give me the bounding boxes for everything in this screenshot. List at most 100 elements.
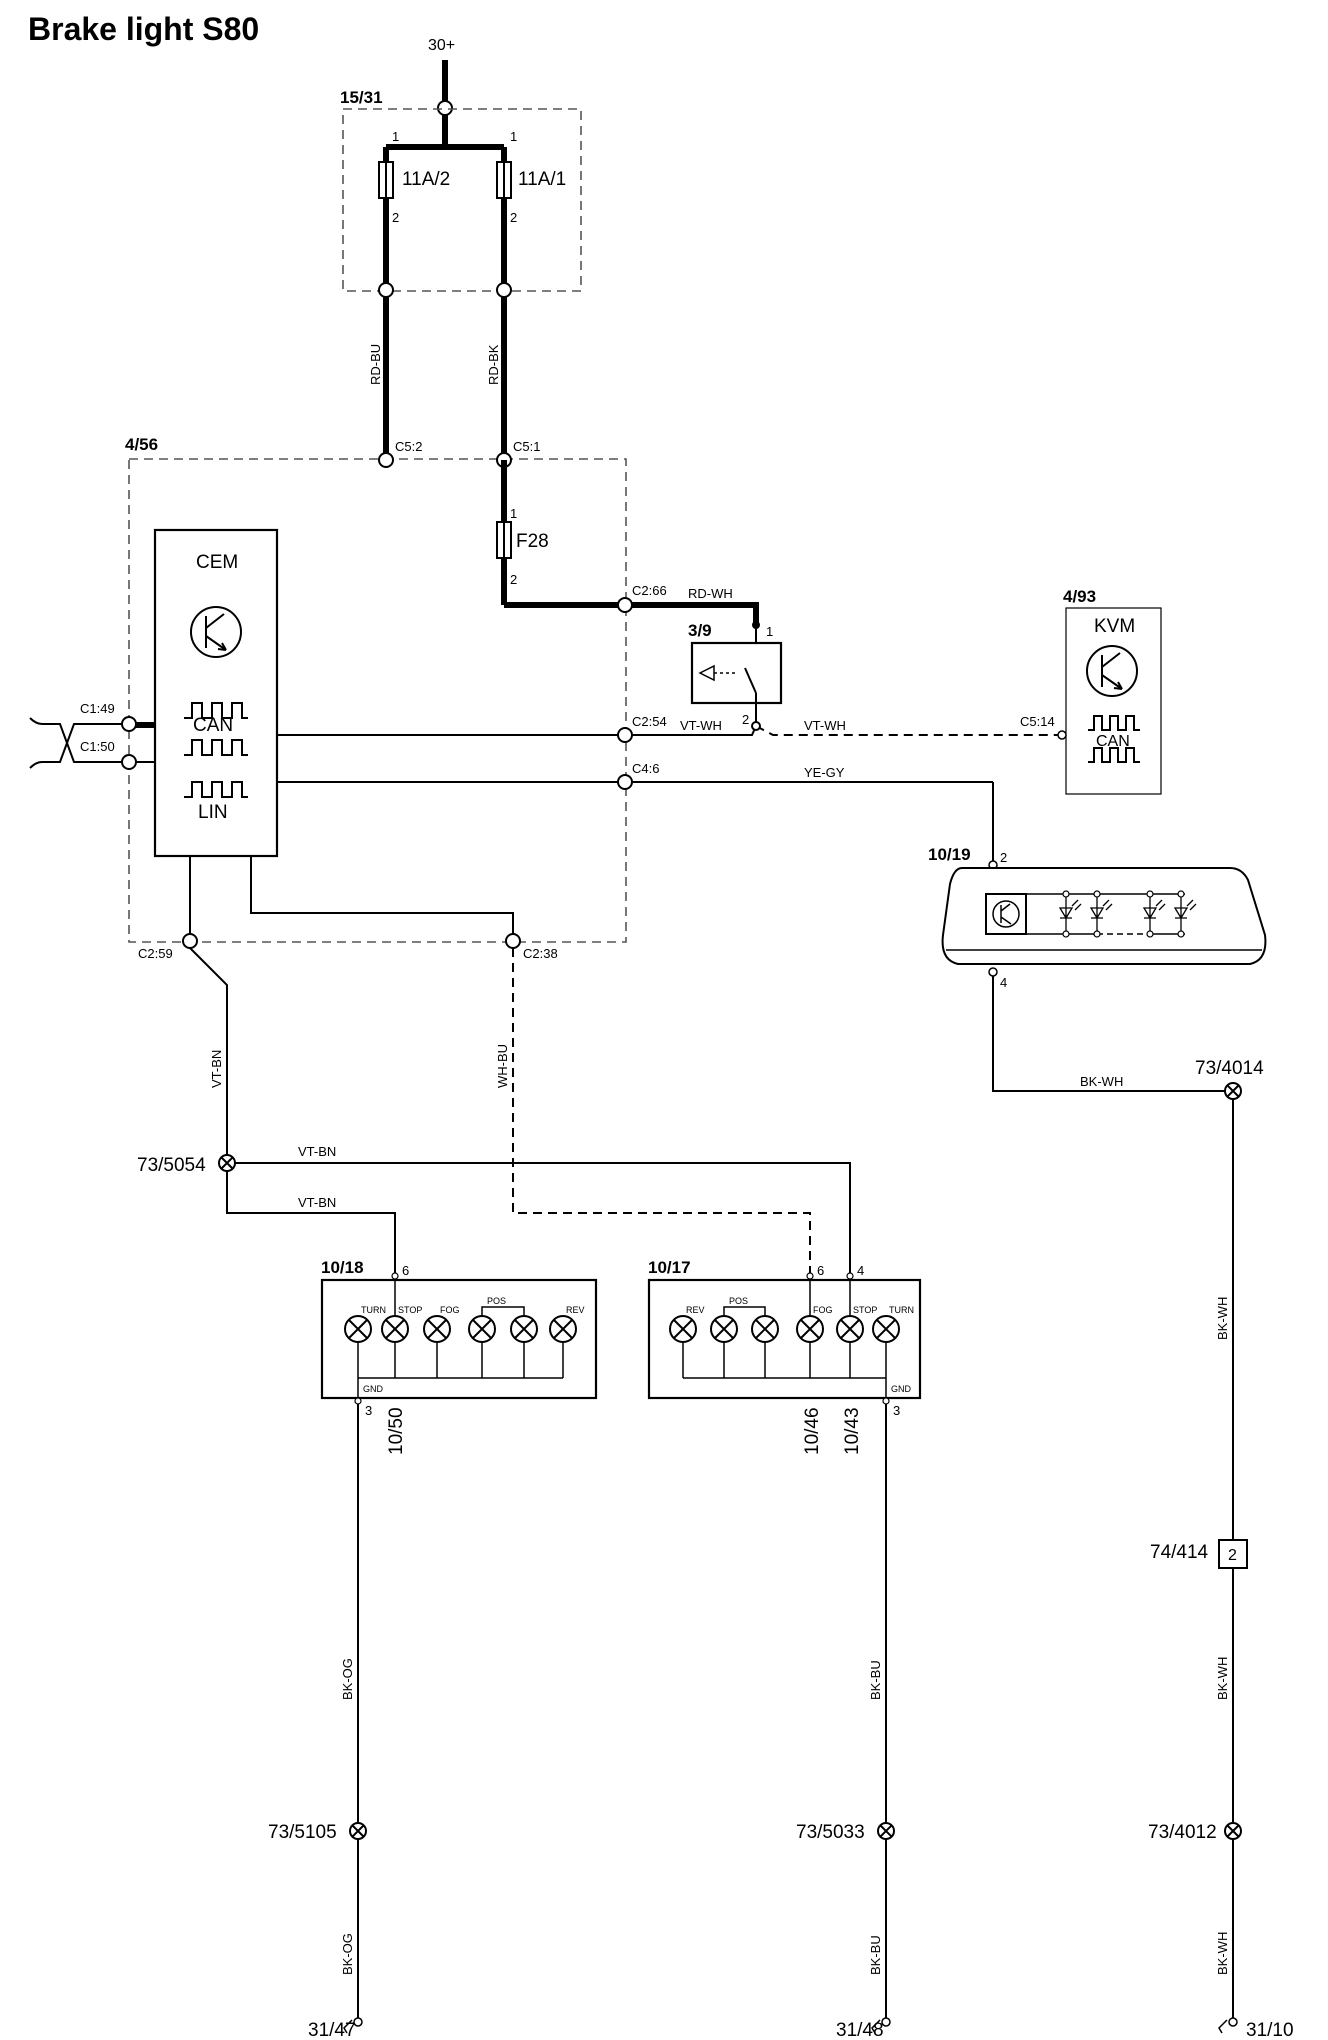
ref-10-43: 10/43 [842, 1407, 863, 1455]
can-twisted-pair-high [29, 723, 129, 769]
supply-label: 30+ [428, 37, 455, 54]
connector-74-414[interactable] [1218, 1539, 1248, 1569]
connector-74-414-label: 74/414 [1150, 1542, 1209, 1563]
wire-label-vt-bn-3: VT-BN [298, 1195, 336, 1210]
splice-5054[interactable] [218, 1154, 236, 1172]
connector-c1-50-label: C1:50 [80, 739, 115, 754]
led-icon-1 [1058, 894, 1082, 934]
cem-unit-outline [128, 458, 627, 943]
lamp-right-pin4: 4 [857, 1263, 864, 1278]
lin-label: LIN [198, 802, 228, 823]
connector-c5-2-label: C5:2 [395, 439, 422, 454]
fuse-11a1-pin1: 1 [510, 129, 517, 144]
lamp-left-bulbs [344, 1315, 577, 1378]
wire-label-vt-bn-1: VT-BN [209, 1050, 224, 1088]
fusebox-outline [342, 108, 582, 292]
ref-10-50: 10/50 [386, 1407, 407, 1455]
fuse-f28-pin2: 2 [510, 572, 517, 587]
led-icon-2 [1089, 894, 1113, 934]
supply-node[interactable] [437, 100, 453, 116]
lamp-right-pin3-node [882, 1397, 890, 1405]
connector-c2-59-label: C2:59 [138, 946, 173, 961]
cem-module[interactable] [153, 528, 279, 858]
fusebox-label: 15/31 [340, 88, 383, 107]
ground-31-48-label: 31/48 [836, 2020, 884, 2040]
fuse-11a1-pin2: 2 [510, 210, 517, 225]
splice-5033[interactable] [877, 1822, 895, 1840]
high-stop-pin4: 4 [1000, 975, 1007, 990]
led-array [1058, 890, 1197, 938]
lamp-right-bulb-fog: FOG [813, 1305, 833, 1315]
wire-label-rd-wh: RD-WH [688, 586, 733, 601]
connector-c5-14[interactable] [1057, 730, 1067, 740]
connector-74-414-pin: 2 [1228, 1547, 1237, 1564]
splice-5105[interactable] [349, 1822, 367, 1840]
lamp-left-pin3-node [354, 1397, 362, 1405]
lamp-left-pin6-node [391, 1272, 399, 1280]
ground-31-48-symbol [871, 2017, 891, 2034]
wire-label-bk-wh-2: BK-WH [1215, 1297, 1230, 1340]
switch-pin2: 2 [742, 712, 749, 727]
lin-signal-icon [184, 781, 248, 798]
lamp-right-label: 10/17 [648, 1258, 691, 1277]
connector-c2-38[interactable] [505, 933, 521, 949]
lamp-right-pin3: 3 [893, 1403, 900, 1418]
fusebox-out-node-1[interactable] [378, 282, 394, 298]
can-signal-icon [184, 702, 248, 719]
wire-label-vt-bn-2: VT-BN [298, 1144, 336, 1159]
cem-label: CEM [196, 552, 238, 573]
wire-cem-c2-38 [250, 856, 514, 940]
lamp-right-bulb-turn: TURN [889, 1305, 914, 1315]
high-stop-transistor-icon [992, 900, 1020, 928]
splice-4012[interactable] [1224, 1822, 1242, 1840]
splice-4014[interactable] [1224, 1082, 1242, 1100]
can-twisted-pair-low [29, 717, 129, 763]
wire-label-bk-og-1: BK-OG [340, 1658, 355, 1700]
high-stop-lamp[interactable] [941, 867, 1267, 965]
lamp-right-pin6: 6 [817, 1263, 824, 1278]
wire-label-vt-wh-1: VT-WH [680, 718, 722, 733]
fusebox-out-node-2[interactable] [496, 282, 512, 298]
wire-label-rd-bk: RD-BK [486, 344, 501, 385]
lamp-left-bulb-pos: POS [487, 1296, 506, 1306]
lamp-right-bulb-rev: REV [686, 1305, 705, 1315]
splice-4014-label: 73/4014 [1195, 1058, 1264, 1079]
wire-label-bk-wh-3: BK-WH [1215, 1657, 1230, 1700]
can-label: CAN [193, 715, 233, 736]
connector-c1-49[interactable] [121, 716, 137, 732]
lamp-right-pin6-node [806, 1272, 814, 1280]
kvm-can-icon-2 [1088, 747, 1140, 763]
connector-c5-2[interactable] [378, 452, 394, 468]
connector-c2-54[interactable] [617, 727, 633, 743]
connector-c4-6[interactable] [617, 774, 633, 790]
connector-c1-50[interactable] [121, 754, 137, 770]
fuse-11a2-label: 11A/2 [402, 169, 450, 190]
ground-31-10-label: 31/10 [1246, 2020, 1294, 2040]
connector-c4-6-label: C4:6 [632, 761, 659, 776]
connector-c1-49-label: C1:49 [80, 701, 115, 716]
cem-unit-label: 4/56 [125, 435, 158, 454]
fuse-11a2-pin2: 2 [392, 210, 399, 225]
lamp-right-pin4-node [846, 1272, 854, 1280]
kvm-can-icon [1088, 715, 1140, 731]
connector-c2-59[interactable] [182, 933, 198, 949]
kvm-can-label: CAN [1096, 733, 1130, 750]
kvm-transistor-icon [1086, 645, 1138, 697]
lamp-right-bulb-pos: POS [729, 1296, 748, 1306]
fuse-f28-pin1: 1 [510, 506, 517, 521]
lamp-left-bulb-turn: TURN [361, 1305, 386, 1315]
switch-label: 3/9 [688, 621, 712, 640]
wire-label-vt-wh-2: VT-WH [804, 718, 846, 733]
connector-c2-66[interactable] [617, 597, 633, 613]
wire-vt-bn-right [235, 1162, 851, 1275]
switch-pin2-node [751, 721, 761, 731]
kvm-module[interactable] [1065, 607, 1162, 795]
high-stop-label: 10/19 [928, 845, 971, 864]
high-stop-pin4-node [988, 967, 998, 977]
lamp-left-gnd: GND [363, 1384, 384, 1394]
kvm-transistor-symbol [1101, 652, 1123, 690]
connector-c2-54-label: C2:54 [632, 714, 667, 729]
lamp-left-bulb-stop: STOP [398, 1305, 422, 1315]
high-stop-transistor-symbol [1000, 903, 1012, 925]
